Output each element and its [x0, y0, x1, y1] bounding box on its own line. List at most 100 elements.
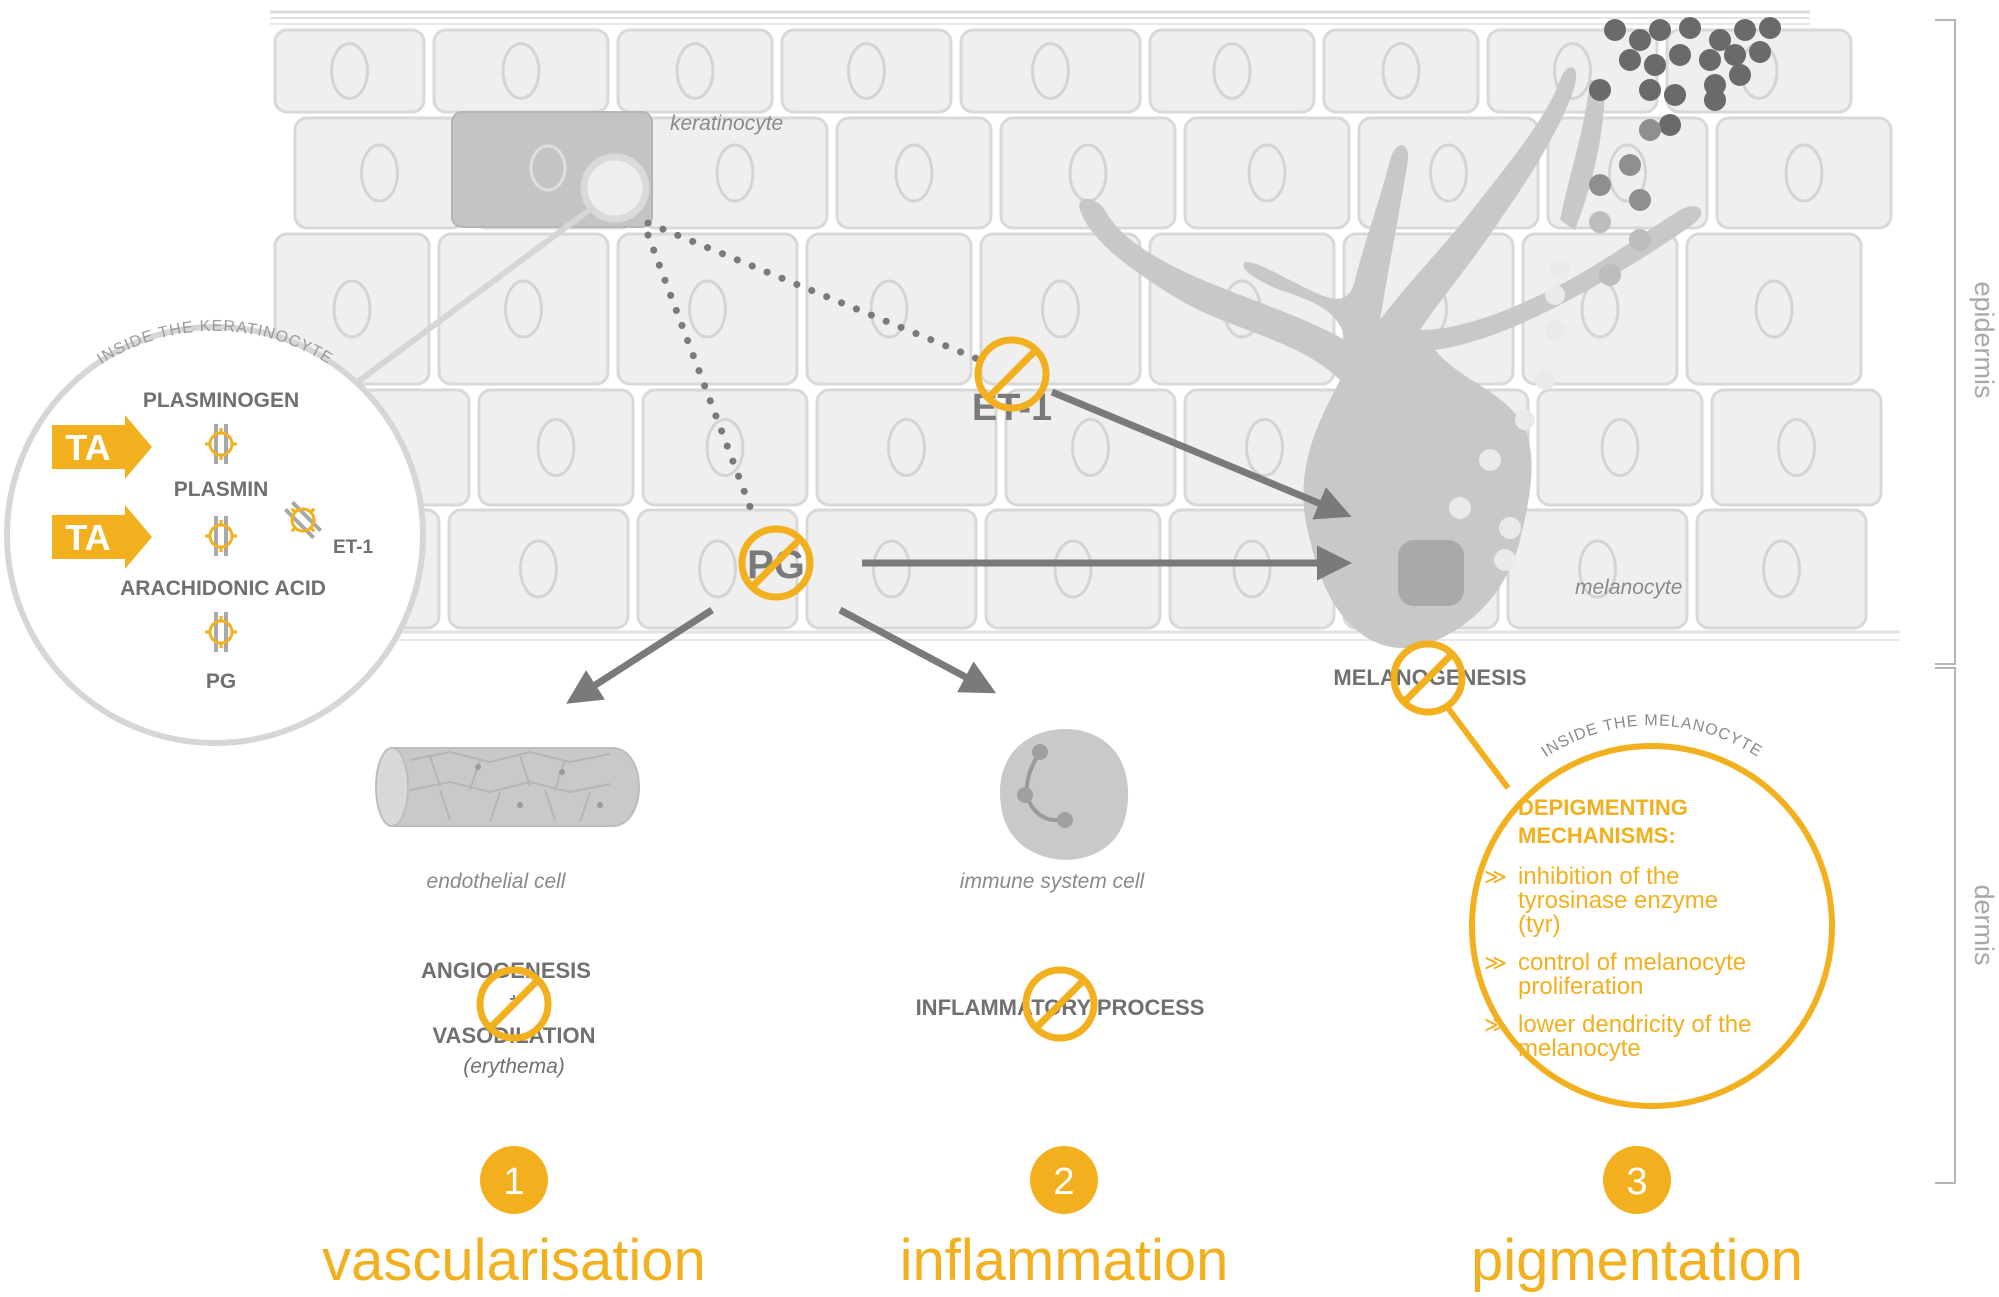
effect-label: vascularisation: [322, 1228, 706, 1293]
depigmenting-item-line: lower dendricity of the: [1518, 1011, 1751, 1038]
melanin-granule: [1729, 64, 1751, 86]
erythema-label: (erythema): [463, 1055, 565, 1078]
cell-nucleus: [1245, 418, 1284, 477]
cell-nucleus: [894, 143, 934, 203]
cell-nucleus: [705, 418, 745, 477]
cell-nucleus: [1053, 539, 1093, 599]
effect-label: inflammation: [900, 1228, 1229, 1293]
epidermis-cell: [447, 508, 630, 630]
keratinocyte-label: keratinocyte: [670, 112, 783, 135]
epidermis-cell: [437, 232, 610, 386]
plasmin-label: PLASMIN: [174, 478, 269, 501]
epidermis-cell: [616, 232, 799, 386]
epidermis-cell: [1536, 388, 1704, 507]
cell-nucleus: [1247, 143, 1287, 203]
melanin-granule: [1679, 17, 1701, 39]
epidermis-cell: [815, 388, 998, 507]
epidermis-cell: [1715, 116, 1893, 230]
depigmenting-item-line: inhibition of the: [1518, 863, 1679, 890]
epidermis-cell: [984, 508, 1162, 630]
cell-nucleus: [1071, 418, 1110, 477]
depigmenting-heading-1: DEPIGMENTING: [1518, 795, 1688, 820]
immune-cell-label: immune system cell: [960, 870, 1146, 893]
epidermis-cell: [273, 28, 426, 114]
effect-number-badge: [1603, 1146, 1671, 1214]
melanin-granule: [1649, 19, 1671, 41]
cell-nucleus: [1041, 279, 1080, 339]
epidermis-cell: [959, 28, 1142, 114]
cell-nucleus: [1784, 143, 1824, 203]
melanin-granule: [1589, 174, 1611, 196]
epidermis-cell: [1506, 508, 1689, 630]
epidermis-cell: [1685, 232, 1863, 386]
keratinocyte-cell: [451, 111, 653, 228]
depigmenting-heading-2: MECHANISMS:: [1518, 823, 1676, 848]
cell-nucleus: [330, 42, 369, 100]
ta-arrow-1: TA: [52, 415, 152, 479]
cell-nucleus: [1553, 42, 1592, 100]
immune-cell: [1000, 728, 1129, 860]
svg-text:TA: TA: [65, 427, 110, 468]
cell-nucleus: [1777, 418, 1816, 477]
endothelial-cell-label: endothelial cell: [427, 870, 567, 893]
epidermis-cell: [805, 508, 978, 630]
epidermis-cell: [1710, 388, 1883, 507]
melanin-granule: [1599, 264, 1621, 286]
melanin-granule: [1619, 154, 1641, 176]
cell-nucleus: [1578, 539, 1617, 599]
effect-number-badge: [480, 1146, 548, 1214]
melanin-granule: [1644, 54, 1666, 76]
melanocyte-inset-circle: [1469, 743, 1835, 1109]
effect-number: 3: [1626, 1161, 1647, 1203]
melanin-granule: [1639, 79, 1661, 101]
melanin-granules-dark: [1589, 17, 1781, 286]
melanin-granule: [1604, 19, 1626, 41]
cell-nucleus: [519, 539, 558, 599]
plasminogen-label: PLASMINOGEN: [143, 389, 299, 412]
cell-nucleus: [1381, 42, 1421, 100]
melanin-granule: [1589, 211, 1611, 233]
epidermis-cell: [1322, 28, 1480, 114]
epidermis-cell: [1148, 28, 1316, 114]
cell-nucleus: [332, 279, 372, 339]
list-bullet-icon: ≫: [1484, 950, 1507, 975]
melanin-granule: [1629, 229, 1651, 251]
cell-nucleus: [1232, 539, 1272, 599]
cell-nucleus: [1212, 42, 1252, 100]
cell-nucleus: [869, 279, 909, 339]
melanin-granule: [1759, 17, 1781, 39]
melanin-granule: [1709, 29, 1731, 51]
ta-arrow-2: TA: [52, 505, 152, 569]
list-bullet-icon: ≫: [1484, 864, 1507, 889]
epidermis-cell: [1183, 116, 1351, 230]
cell-nucleus: [1608, 143, 1647, 203]
epidermis-tissue: [270, 10, 1910, 650]
dermis-label: dermis: [1969, 884, 1999, 965]
cell-nucleus: [1031, 42, 1070, 100]
endothelial-cell: [375, 747, 640, 827]
epidermis-cell: [979, 232, 1142, 386]
cell-nucleus: [847, 42, 886, 100]
epidermis-cell: [835, 116, 993, 230]
melanocyte-cell: [1079, 67, 1702, 649]
melanocyte-nucleus: [1398, 540, 1464, 606]
epidermis-cell: [1695, 508, 1868, 630]
melanocyte-inset-connector: [1445, 706, 1511, 790]
epidermis-cell: [477, 388, 635, 507]
list-bullet-icon: ≫: [1484, 1012, 1507, 1037]
melanin-granule: [1664, 84, 1686, 106]
effect-label: pigmentation: [1471, 1228, 1803, 1293]
cell-nucleus: [501, 42, 541, 100]
layer-brackets: [1935, 19, 1956, 1184]
cell-nucleus: [675, 42, 715, 100]
effect-number: 1: [503, 1161, 524, 1203]
effects-row: 1vascularisation2inflammation3pigmentati…: [322, 1146, 1803, 1293]
cell-nucleus: [360, 143, 399, 203]
epidermis-cell: [636, 508, 799, 630]
cell-nucleus: [1429, 143, 1468, 203]
cell-nucleus: [688, 279, 727, 339]
melanin-granule: [1699, 49, 1721, 71]
melanin-granule: [1619, 49, 1641, 71]
melanin-granule: [1589, 79, 1611, 101]
